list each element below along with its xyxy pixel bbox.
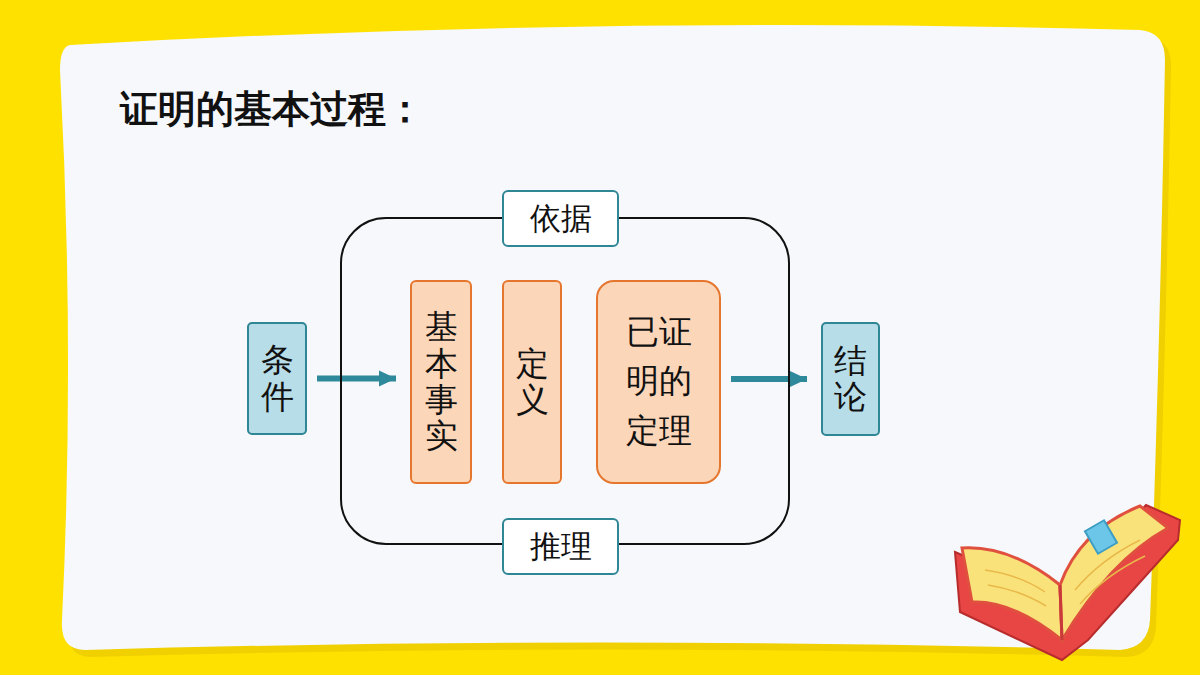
basis-box: 定义 [502, 280, 562, 484]
book-cover [955, 505, 1180, 660]
connector-arrow [731, 376, 807, 382]
box-text: 定义 [516, 346, 549, 419]
title: 证明的基本过程： [120, 84, 424, 135]
basis-frame: 依据推理基本事实定义已证明的定理 [340, 217, 790, 545]
box-text: 条件 [261, 342, 294, 415]
card [60, 25, 1165, 650]
conclusion-box: 结论 [821, 322, 880, 436]
frame-label-text: 推理 [530, 526, 592, 568]
book-illustration [955, 505, 1180, 660]
frame-label: 推理 [502, 518, 619, 575]
basis-box: 已证明的定理 [596, 280, 721, 484]
book-left-pages [962, 548, 1062, 640]
box-text: 已证明的定理 [626, 308, 692, 457]
book-page-lines [985, 540, 1145, 606]
book-bookmark [1085, 520, 1117, 554]
book-spine [1060, 585, 1062, 640]
box-text: 基本事实 [425, 309, 458, 454]
frame-label: 依据 [502, 190, 619, 247]
connector-arrow [317, 376, 396, 382]
basis-box: 基本事实 [410, 280, 472, 484]
box-text: 结论 [834, 343, 867, 416]
condition-box: 条件 [247, 322, 307, 435]
frame-label-text: 依据 [530, 198, 592, 240]
